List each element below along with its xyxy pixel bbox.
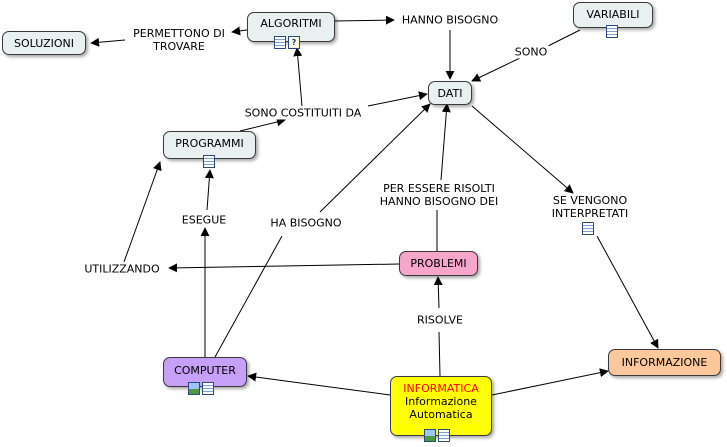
- edge-algoritmi-hanno-bisogno: [334, 15, 395, 25]
- edge-computer-ha-bisogno: [214, 235, 283, 358]
- link-sono[interactable]: SONO: [513, 45, 549, 59]
- image-icon[interactable]: [424, 429, 436, 442]
- edge-costituiti-dati: [367, 91, 428, 107]
- se-vengono-icons: [582, 222, 594, 235]
- edge-risolve-problemi: [433, 276, 443, 309]
- link-hanno-bisogno[interactable]: HANNO BISOGNO: [400, 13, 500, 27]
- node-computer-label: COMPUTER: [174, 364, 236, 377]
- link-hanno-bisogno-label: HANNO BISOGNO: [401, 13, 499, 27]
- link-utilizzando-label: UTILIZZANDO: [84, 262, 160, 276]
- edge-dati-se-vengono: [471, 105, 574, 194]
- link-sono-costituiti[interactable]: SONO COSTITUITI DA: [243, 106, 363, 120]
- node-dati-label: DATI: [437, 86, 463, 100]
- node-programmi-label: PROGRAMMI: [175, 137, 244, 150]
- node-problemi-label: PROBLEMI: [410, 257, 467, 270]
- edge-informatica-risolve: [438, 331, 441, 377]
- node-soluzioni[interactable]: SOLUZIONI: [2, 31, 86, 55]
- link-risolve-label: RISOLVE: [417, 313, 463, 327]
- node-dati[interactable]: DATI: [428, 81, 472, 105]
- document-icon[interactable]: [582, 222, 594, 235]
- edge-se-vengono-informazione: [596, 235, 659, 349]
- computer-icons: [188, 382, 214, 395]
- link-utilizzando[interactable]: UTILIZZANDO: [83, 262, 161, 276]
- link-sono-label: SONO: [514, 45, 548, 59]
- algoritmi-icons: ?: [274, 36, 300, 49]
- node-informatica[interactable]: INFORMATICA Informazione Automatica: [390, 376, 492, 436]
- document-icon[interactable]: [606, 25, 618, 38]
- link-permettono-line1: PERMETTONO DI: [133, 27, 225, 40]
- link-se-vengono-line1: SE VENGONO: [552, 194, 628, 207]
- node-informazione-label: INFORMAZIONE: [621, 356, 708, 369]
- help-icon[interactable]: ?: [288, 36, 300, 49]
- link-ha-bisogno[interactable]: HA BISOGNO: [269, 216, 343, 230]
- link-ha-bisogno-label: HA BISOGNO: [270, 216, 342, 230]
- edge-variabili-sono: [547, 29, 581, 47]
- image-icon[interactable]: [188, 382, 200, 395]
- edge-sono-dati: [471, 57, 521, 82]
- link-risolve[interactable]: RISOLVE: [416, 313, 464, 327]
- link-permettono-line2: TROVARE: [153, 40, 205, 53]
- node-programmi[interactable]: PROGRAMMI: [163, 131, 256, 159]
- edge-informatica-informazione: [491, 368, 609, 396]
- edge-problemi-utilizzando: [168, 263, 400, 273]
- document-icon[interactable]: [274, 36, 286, 49]
- document-icon[interactable]: [203, 155, 215, 168]
- link-esegue-label: ESEGUE: [181, 213, 227, 227]
- link-per-essere-line2: HANNO BISOGNO DEI: [379, 195, 499, 208]
- link-per-essere[interactable]: PER ESSERE RISOLTI HANNO BISOGNO DEI: [378, 182, 500, 208]
- node-algoritmi-label: ALGORITMI: [260, 17, 322, 30]
- edge-costituiti-algoritmi: [293, 47, 303, 107]
- edge-utilizzando-programmi: [123, 161, 162, 263]
- link-sono-costituiti-label: SONO COSTITUITI DA: [244, 106, 362, 120]
- variabili-icons: [606, 25, 618, 38]
- node-soluzioni-label: SOLUZIONI: [14, 36, 74, 50]
- link-permettono[interactable]: PERMETTONO DI TROVARE: [132, 27, 226, 53]
- link-se-vengono-line2: INTERPRETATI: [551, 207, 629, 220]
- node-algoritmi[interactable]: ALGORITMI: [247, 12, 335, 42]
- edge-algoritmi-permettono: [231, 26, 248, 36]
- edge-ha-bisogno-dati: [319, 103, 431, 213]
- informatica-icons: [424, 429, 450, 442]
- document-icon[interactable]: [438, 429, 450, 442]
- link-per-essere-line1: PER ESSERE RISOLTI: [383, 182, 495, 195]
- node-informatica-title: INFORMATICA: [403, 382, 479, 395]
- node-problemi[interactable]: PROBLEMI: [399, 251, 478, 276]
- edge-programmi-costituiti: [239, 117, 286, 132]
- programmi-icons: [203, 155, 215, 168]
- edge-per-essere-dati: [440, 103, 451, 181]
- edge-esegue-programmi: [204, 169, 214, 211]
- edge-informatica-computer: [247, 372, 391, 396]
- node-informatica-line1: Informazione: [405, 395, 477, 408]
- edge-permettono-soluzioni: [90, 37, 126, 47]
- node-variabili-label: VARIABILI: [586, 8, 640, 21]
- document-icon[interactable]: [202, 382, 214, 395]
- link-se-vengono[interactable]: SE VENGONO INTERPRETATI: [550, 194, 630, 220]
- node-informatica-line2: Automatica: [409, 408, 473, 421]
- node-informazione[interactable]: INFORMAZIONE: [608, 349, 721, 376]
- link-esegue[interactable]: ESEGUE: [180, 213, 228, 227]
